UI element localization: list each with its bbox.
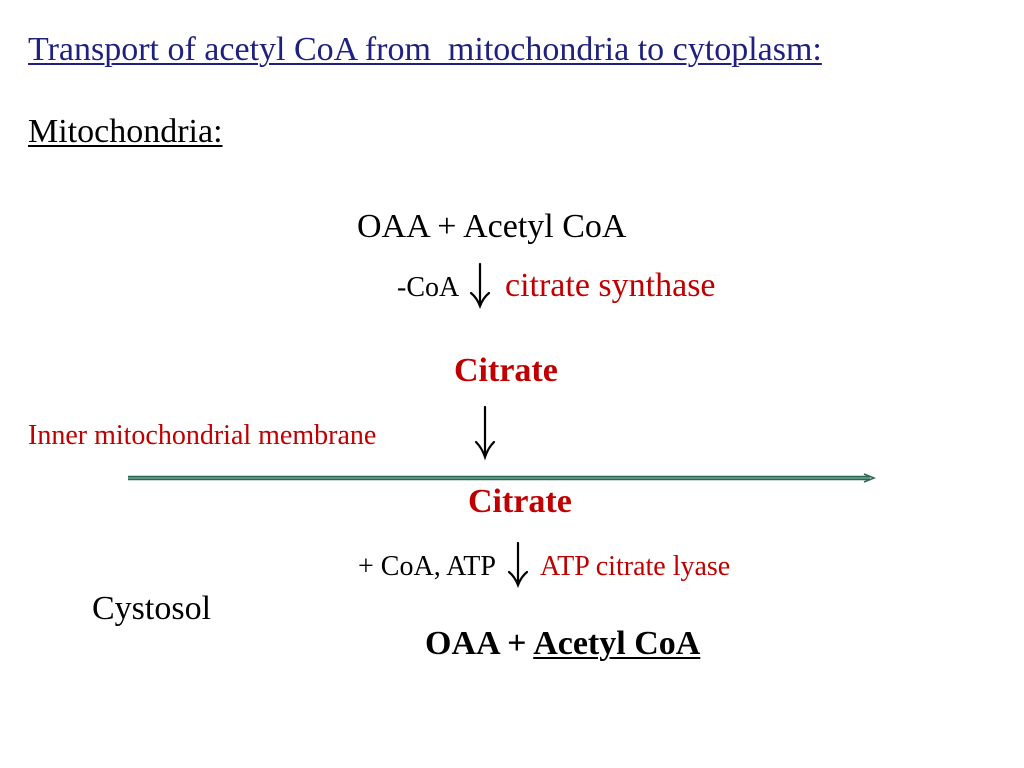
atp-citrate-lyase-products: OAA + Acetyl CoA: [425, 627, 700, 661]
down-arrow-icon: [469, 262, 491, 310]
membrane-label: Inner mitochondrial membrane: [28, 420, 377, 451]
citrate-synthase-substrates: OAA + Acetyl CoA: [357, 208, 627, 245]
down-arrow-icon: [474, 405, 496, 461]
coa-released-label: -CoA: [397, 272, 460, 303]
product-acetyl-coa: Acetyl CoA: [533, 625, 701, 662]
enzyme-atp-citrate-lyase: ATP citrate lyase: [540, 551, 731, 582]
cytosol-label: Cystosol: [92, 590, 212, 627]
enzyme-citrate-synthase: citrate synthase: [505, 267, 716, 304]
mitochondria-label: Mitochondria:: [28, 113, 223, 150]
slide-title: Transport of acetyl CoA from mitochondri…: [28, 31, 822, 68]
coa-atp-added-label: + CoA, ATP: [358, 551, 496, 582]
down-arrow-icon: [507, 541, 529, 589]
cytosolic-citrate: Citrate: [468, 483, 572, 520]
membrane-arrow-line: [128, 473, 877, 483]
mitochondrial-citrate: Citrate: [454, 352, 558, 389]
product-oaa: OAA +: [425, 625, 534, 662]
